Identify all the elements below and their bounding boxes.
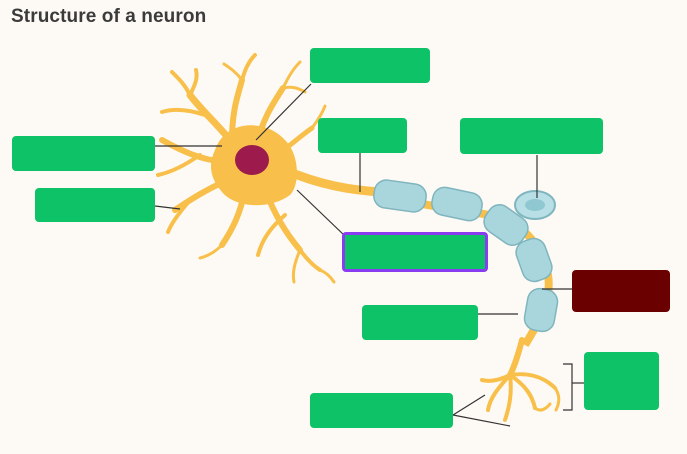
label-box-selected[interactable] — [342, 232, 488, 272]
label-box-left-upper[interactable] — [12, 136, 155, 171]
label-box-myelin-sheath[interactable] — [460, 118, 603, 154]
label-box-schwann[interactable] — [362, 305, 478, 340]
label-box-bottom-left[interactable] — [310, 393, 453, 428]
leader-lines — [154, 83, 584, 427]
axon-terminals — [480, 337, 561, 422]
nucleus — [235, 145, 269, 175]
axon — [280, 165, 385, 197]
label-box-top-center[interactable] — [310, 48, 430, 83]
label-box-right-bottom[interactable] — [584, 352, 659, 410]
label-box-left-lower[interactable] — [35, 188, 155, 222]
label-box-node-filled[interactable] — [572, 270, 670, 312]
label-box-axon-hillock[interactable] — [318, 118, 407, 153]
myelin-sheath-segments — [373, 179, 559, 333]
page-title: Structure of a neuron — [11, 6, 207, 27]
